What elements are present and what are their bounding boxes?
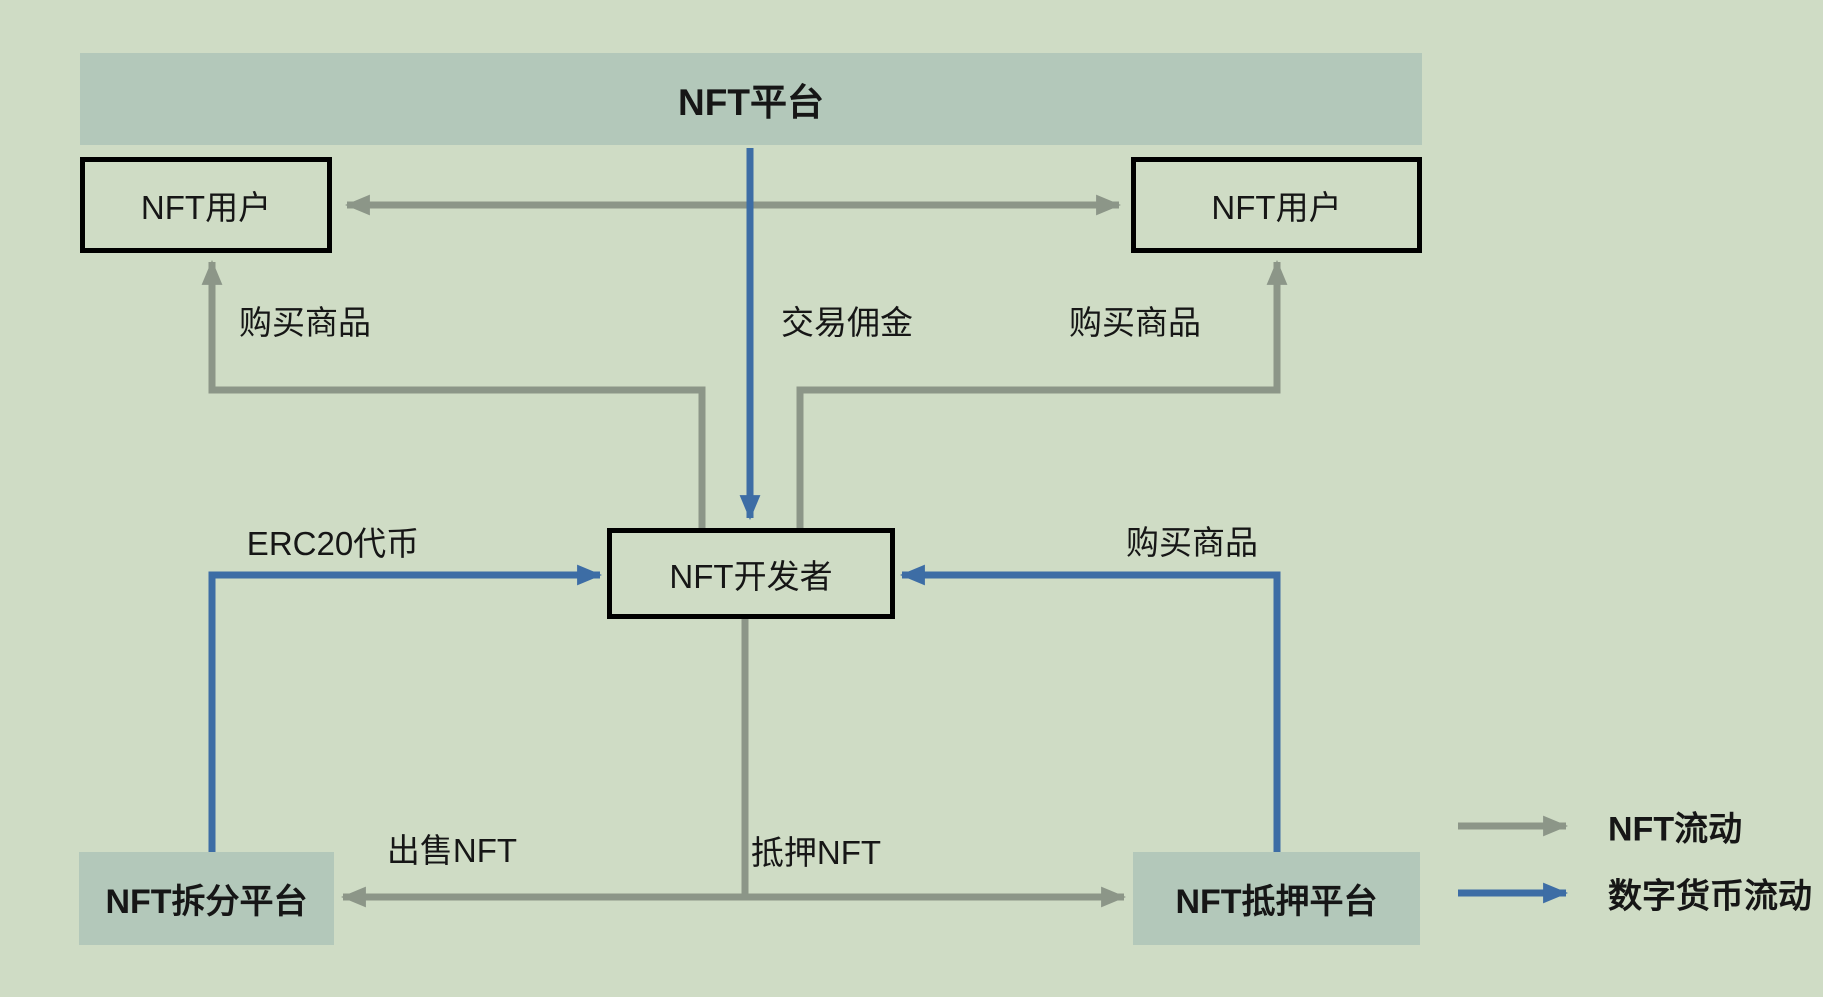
node-nft-developer-label: NFT开发者 xyxy=(669,557,833,595)
edge-label-pledge-nft: 抵押NFT xyxy=(750,834,882,871)
edge-split-to-developer xyxy=(208,564,603,852)
edge-label-buy-goods-mortgage: 购买商品 xyxy=(1126,524,1258,561)
legend-currency-flow-label: 数字货币流动 xyxy=(1608,877,1812,916)
edge-label-buy-goods-right: 购买商品 xyxy=(1069,304,1201,341)
node-nft-user-right-label: NFT用户 xyxy=(1211,189,1342,226)
node-nft-platform-label: NFT平台 xyxy=(678,82,824,123)
edge-developer-to-user-right xyxy=(796,259,1288,528)
node-nft-mortgage-platform: NFT抵押平台 xyxy=(1133,852,1420,945)
node-nft-user-left: NFT用户 xyxy=(80,157,332,253)
edge-label-sell-nft: 出售NFT xyxy=(386,832,518,869)
node-nft-split-platform: NFT拆分平台 xyxy=(79,852,334,945)
node-nft-developer: NFT开发者 xyxy=(607,528,895,619)
node-nft-platform: NFT平台 xyxy=(80,53,1422,145)
edge-label-buy-goods-left: 购买商品 xyxy=(239,304,371,341)
edge-developer-to-user-left xyxy=(201,259,706,528)
legend-nft-flow-label: NFT流动 xyxy=(1608,810,1743,849)
edge-label-erc20-token: ERC20代币 xyxy=(246,525,420,562)
node-nft-user-right: NFT用户 xyxy=(1131,157,1422,253)
node-nft-split-platform-label: NFT拆分平台 xyxy=(105,883,308,921)
node-nft-user-left-label: NFT用户 xyxy=(140,189,272,226)
edge-label-commission: 交易佣金 xyxy=(781,304,913,341)
edge-mortgage-to-developer xyxy=(899,564,1281,852)
node-nft-mortgage-platform-label: NFT抵押平台 xyxy=(1175,883,1378,921)
